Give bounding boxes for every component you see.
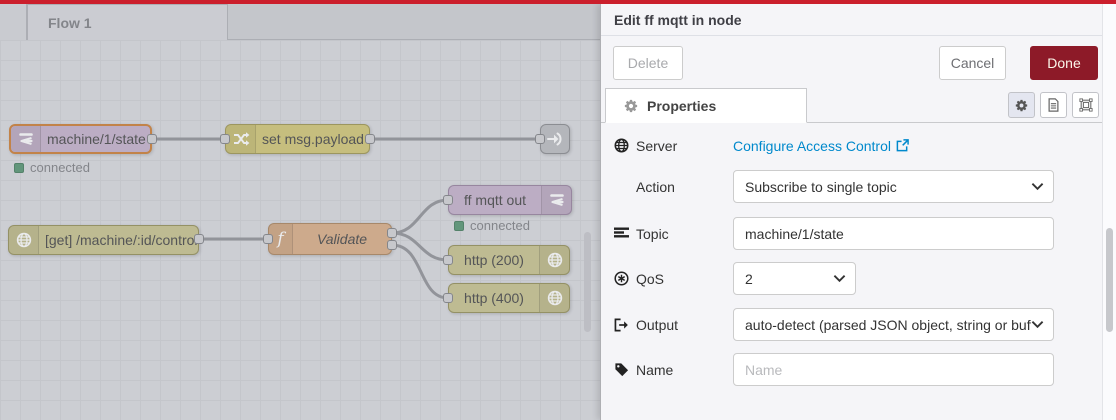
chevron-down-icon xyxy=(1031,183,1044,191)
port-out1-function[interactable] xyxy=(387,228,397,238)
globe-icon xyxy=(539,246,569,274)
node-label: [get] /machine/:id/control xyxy=(45,232,198,248)
node-status-mqtt-in: connected xyxy=(14,160,90,175)
node-label: http (400) xyxy=(464,290,524,306)
status-dot xyxy=(454,220,464,231)
flow-tab[interactable]: Flow 1 xyxy=(27,4,228,40)
status-dot xyxy=(14,162,24,173)
gear-icon xyxy=(624,99,638,113)
field-row-action: Action Subscribe to single topic xyxy=(613,170,1054,203)
action-label: Action xyxy=(636,178,675,195)
workspace-scrollbar-thumb[interactable] xyxy=(584,232,591,332)
edit-node-panel: Edit ff mqtt in node Delete Cancel Done … xyxy=(600,4,1116,420)
port-out-http-in[interactable] xyxy=(194,234,204,244)
server-label: Server xyxy=(613,138,733,154)
appearance-frame-icon xyxy=(1078,98,1093,112)
flow-canvas[interactable]: Flow 1 machine/1/state co xyxy=(0,4,600,420)
status-text: connected xyxy=(470,218,530,233)
name-label: Name xyxy=(613,362,733,378)
cancel-button[interactable]: Cancel xyxy=(939,46,1006,80)
done-button[interactable]: Done xyxy=(1030,46,1098,80)
port-in-change[interactable] xyxy=(220,134,230,144)
node-http-in[interactable]: [get] /machine/:id/control xyxy=(8,225,199,255)
configure-access-control-link[interactable]: Configure Access Control xyxy=(733,138,909,154)
external-link-icon xyxy=(896,139,909,152)
node-function[interactable]: f Validate xyxy=(268,223,392,255)
port-out-mqtt-in[interactable] xyxy=(147,134,157,144)
chevron-down-icon xyxy=(833,275,846,283)
gear-icon xyxy=(1015,99,1028,111)
action-select[interactable]: Subscribe to single topic xyxy=(733,170,1054,203)
qos-label: QoS xyxy=(613,271,733,287)
output-select[interactable]: auto-detect (parsed JSON object, string … xyxy=(733,308,1054,341)
field-row-output: Output auto-detect (parsed JSON object, … xyxy=(613,308,1054,341)
port-in-function[interactable] xyxy=(263,234,273,244)
port-out2-function[interactable] xyxy=(387,240,397,250)
editor-tab-buttons xyxy=(1008,92,1099,118)
node-label: http (200) xyxy=(464,252,524,268)
field-row-name: Name xyxy=(613,353,1054,386)
editor-tabrow: Properties xyxy=(601,88,1103,123)
link-out-icon xyxy=(541,125,569,153)
port-out-change[interactable] xyxy=(365,134,375,144)
description-tab-button[interactable] xyxy=(1040,92,1067,118)
node-label: ff mqtt out xyxy=(464,192,526,208)
topic-input[interactable] xyxy=(733,217,1054,250)
node-properties-form: Server Configure Access Control Action xyxy=(601,123,1103,420)
top-accent-bar xyxy=(0,0,1116,4)
document-icon xyxy=(1048,98,1059,112)
node-http-200[interactable]: http (200) xyxy=(448,245,570,275)
node-link-out[interactable] xyxy=(540,124,570,154)
node-label: set msg.payload xyxy=(262,131,364,147)
globe-icon xyxy=(539,284,569,312)
topic-label: Topic xyxy=(613,226,733,242)
globe-icon xyxy=(613,138,629,153)
port-in-http-400[interactable] xyxy=(443,293,453,303)
panel-title: Edit ff mqtt in node xyxy=(601,4,1116,36)
list-bars-icon xyxy=(613,227,629,240)
globe-icon xyxy=(9,226,39,254)
panel-scrollbar-thumb[interactable] xyxy=(1106,228,1113,332)
sign-out-icon xyxy=(613,318,629,332)
field-row-topic: Topic xyxy=(613,217,1054,250)
shuffle-icon xyxy=(226,125,256,153)
node-change[interactable]: set msg.payload xyxy=(225,124,370,154)
field-row-qos: QoS 2 xyxy=(613,262,856,295)
tabbar-stub xyxy=(0,4,27,40)
workspace-tabbar: Flow 1 xyxy=(0,4,600,40)
node-status-mqtt-out: connected xyxy=(454,218,530,233)
output-label: Output xyxy=(613,317,733,333)
name-input[interactable] xyxy=(733,353,1054,386)
mqtt-icon xyxy=(11,126,41,152)
node-label: machine/1/state xyxy=(47,131,146,147)
delete-button[interactable]: Delete xyxy=(613,46,683,80)
flow-tab-label: Flow 1 xyxy=(48,14,92,31)
node-mqtt-in[interactable]: machine/1/state xyxy=(9,124,152,154)
chevron-down-icon xyxy=(1031,321,1044,329)
node-label: Validate xyxy=(316,231,368,247)
tab-properties-label: Properties xyxy=(647,97,717,114)
panel-scrollbar[interactable] xyxy=(1102,4,1116,420)
function-icon: f xyxy=(269,224,293,254)
node-http-400[interactable]: http (400) xyxy=(448,283,570,313)
properties-tab-button[interactable] xyxy=(1008,92,1035,118)
tag-icon xyxy=(613,362,629,377)
tab-properties[interactable]: Properties xyxy=(605,88,807,123)
appearance-tab-button[interactable] xyxy=(1072,92,1099,118)
qos-select[interactable]: 2 xyxy=(733,262,856,295)
status-text: connected xyxy=(30,160,90,175)
field-row-server: Server Configure Access Control xyxy=(613,129,909,162)
circled-asterisk-icon xyxy=(613,271,629,286)
port-in-link-out[interactable] xyxy=(535,134,545,144)
mqtt-icon xyxy=(541,186,571,214)
port-in-http-200[interactable] xyxy=(443,255,453,265)
node-mqtt-out[interactable]: ff mqtt out xyxy=(448,185,572,215)
port-in-mqtt-out[interactable] xyxy=(443,195,453,205)
